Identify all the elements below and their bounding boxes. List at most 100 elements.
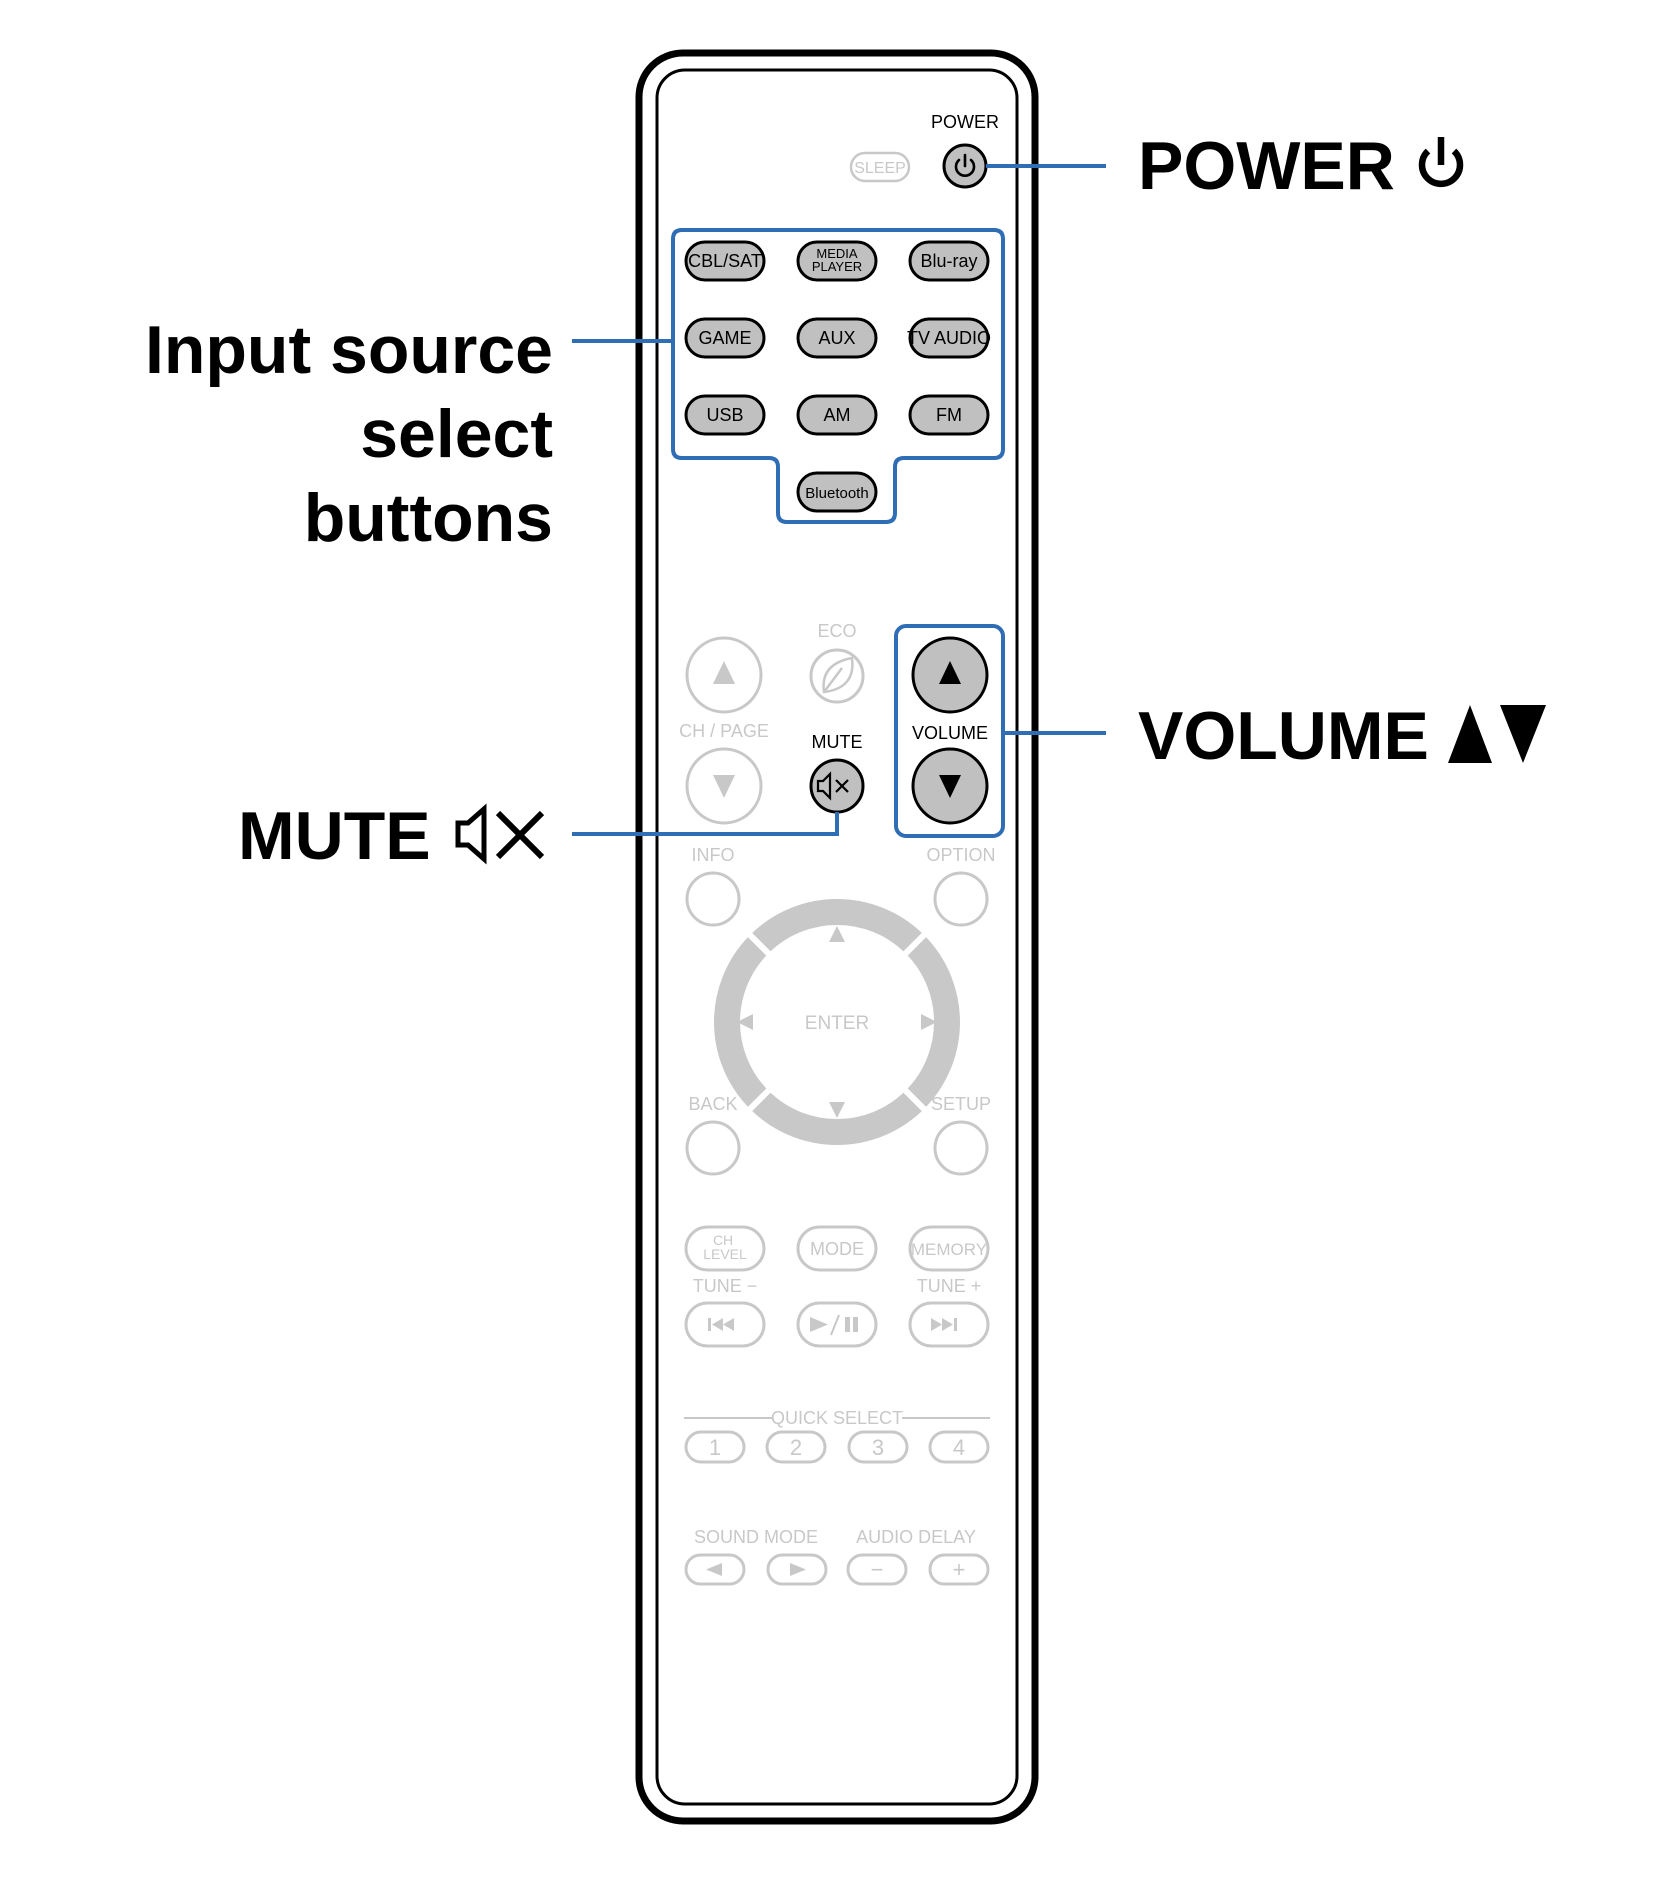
cursor-up-icon[interactable] [829, 926, 845, 942]
volume-callout-text: VOLUME [1138, 698, 1429, 774]
triangle-up-icon [713, 661, 735, 684]
leaf-icon [822, 656, 854, 694]
quick-select-2-label: 2 [790, 1435, 802, 1460]
quick-select-buttons: 1 2 3 4 [684, 1430, 990, 1464]
quick-select-4-label: 4 [953, 1435, 965, 1460]
back-button[interactable] [685, 1120, 741, 1176]
info-button[interactable] [685, 871, 741, 927]
input-source-callout: Input source select buttons [145, 308, 553, 560]
fm-button[interactable]: FM [908, 394, 990, 436]
info-label: INFO [692, 845, 735, 865]
am-button[interactable]: AM [796, 394, 878, 436]
mode-button[interactable]: MODE [796, 1225, 878, 1272]
sound-mode-label: SOUND MODE [694, 1527, 818, 1547]
enter-label: ENTER [805, 1013, 869, 1034]
next-button[interactable] [908, 1301, 990, 1348]
quick-select-label: QUICK SELECT [771, 1408, 903, 1428]
bluetooth-label: Bluetooth [805, 485, 868, 502]
am-label: AM [824, 405, 851, 425]
mute-callout-text: MUTE [238, 798, 431, 874]
setup-button[interactable] [933, 1120, 989, 1176]
triangle-right-icon [790, 1563, 806, 1576]
enter-button[interactable] [795, 980, 879, 1064]
setup-label: SETUP [931, 1094, 991, 1114]
volume-callout: VOLUME [1138, 702, 1548, 770]
quick-select-3-label: 3 [872, 1435, 884, 1460]
option-label: OPTION [926, 845, 995, 865]
minus-label: − [871, 1557, 884, 1582]
cursor-right-icon[interactable] [921, 1014, 937, 1030]
volume-label: VOLUME [912, 723, 988, 743]
input-callout-line1: Input source [144, 312, 553, 388]
triangle-up-down-icon [1447, 705, 1546, 763]
sound-mode-right-button[interactable] [766, 1553, 828, 1586]
blu-ray-button[interactable]: Blu-ray [908, 240, 990, 282]
quick-select-2-button[interactable]: 2 [765, 1430, 827, 1464]
ch-page-down-button[interactable] [685, 747, 763, 825]
tune-plus-label: TUNE + [917, 1276, 982, 1296]
input-callout-line3: buttons [303, 480, 553, 556]
cbl-sat-label: CBL/SAT [688, 251, 762, 271]
power-icon [1418, 137, 1464, 188]
fm-label: FM [936, 405, 962, 425]
mute-button[interactable] [809, 758, 865, 814]
ch-level-label: CH LEVEL [703, 1232, 747, 1262]
ch-page-label: CH / PAGE [679, 721, 769, 741]
cursor-ring [714, 899, 960, 1145]
previous-button[interactable] [684, 1301, 766, 1348]
audio-delay-minus-button[interactable]: − [846, 1553, 908, 1586]
mute-leader-line [572, 812, 839, 836]
sleep-button[interactable]: SLEEP [849, 151, 911, 183]
volume-up-button[interactable] [911, 636, 989, 714]
tv-audio-button[interactable]: TV AUDIO [907, 317, 991, 359]
blu-ray-label: Blu-ray [920, 251, 977, 271]
aux-label: AUX [818, 328, 855, 348]
quick-select-3-button[interactable]: 3 [847, 1430, 909, 1464]
usb-button[interactable]: USB [684, 394, 766, 436]
back-label: BACK [688, 1094, 737, 1114]
triangle-down-icon [939, 775, 961, 798]
skip-previous-icon [708, 1318, 734, 1331]
memory-label: MEMORY [911, 1240, 987, 1259]
play-pause-icon [810, 1314, 858, 1336]
tv-audio-label: TV AUDIO [907, 328, 991, 348]
sleep-label: SLEEP [854, 160, 906, 177]
mute-icon [816, 771, 849, 801]
quick-select-1-button[interactable]: 1 [684, 1430, 746, 1464]
cursor-down-icon[interactable] [829, 1102, 845, 1118]
tune-minus-label: TUNE − [693, 1276, 758, 1296]
mode-label: MODE [810, 1239, 864, 1259]
audio-delay-plus-button[interactable]: + [928, 1553, 990, 1586]
memory-button[interactable]: MEMORY [908, 1225, 990, 1272]
play-pause-button[interactable] [796, 1301, 878, 1348]
input-callout-line2: select [360, 396, 553, 472]
input-source-highlight [671, 228, 1005, 524]
usb-label: USB [706, 405, 743, 425]
mute-label: MUTE [812, 732, 863, 752]
ch-level-button[interactable]: CH LEVEL [684, 1225, 766, 1272]
game-button[interactable]: GAME [684, 317, 766, 359]
power-label: POWER [931, 112, 999, 132]
bluetooth-button[interactable]: Bluetooth [796, 471, 878, 513]
cursor-pad: ENTER [714, 899, 960, 1145]
power-callout-text: POWER [1138, 128, 1395, 204]
quick-select-4-button[interactable]: 4 [928, 1430, 990, 1464]
power-button[interactable] [942, 143, 988, 189]
cursor-dividers [741, 926, 933, 1118]
option-button[interactable] [933, 871, 989, 927]
triangle-up-icon [939, 661, 961, 684]
power-callout: POWER [1138, 132, 1468, 200]
volume-down-button[interactable] [911, 747, 989, 825]
cursor-left-icon[interactable] [737, 1014, 753, 1030]
aux-button[interactable]: AUX [796, 317, 878, 359]
cbl-sat-button[interactable]: CBL/SAT [684, 240, 766, 282]
eco-button[interactable] [809, 648, 865, 704]
ch-page-up-button[interactable] [685, 636, 763, 714]
power-icon [954, 153, 976, 177]
sound-mode-left-button[interactable] [684, 1553, 746, 1586]
